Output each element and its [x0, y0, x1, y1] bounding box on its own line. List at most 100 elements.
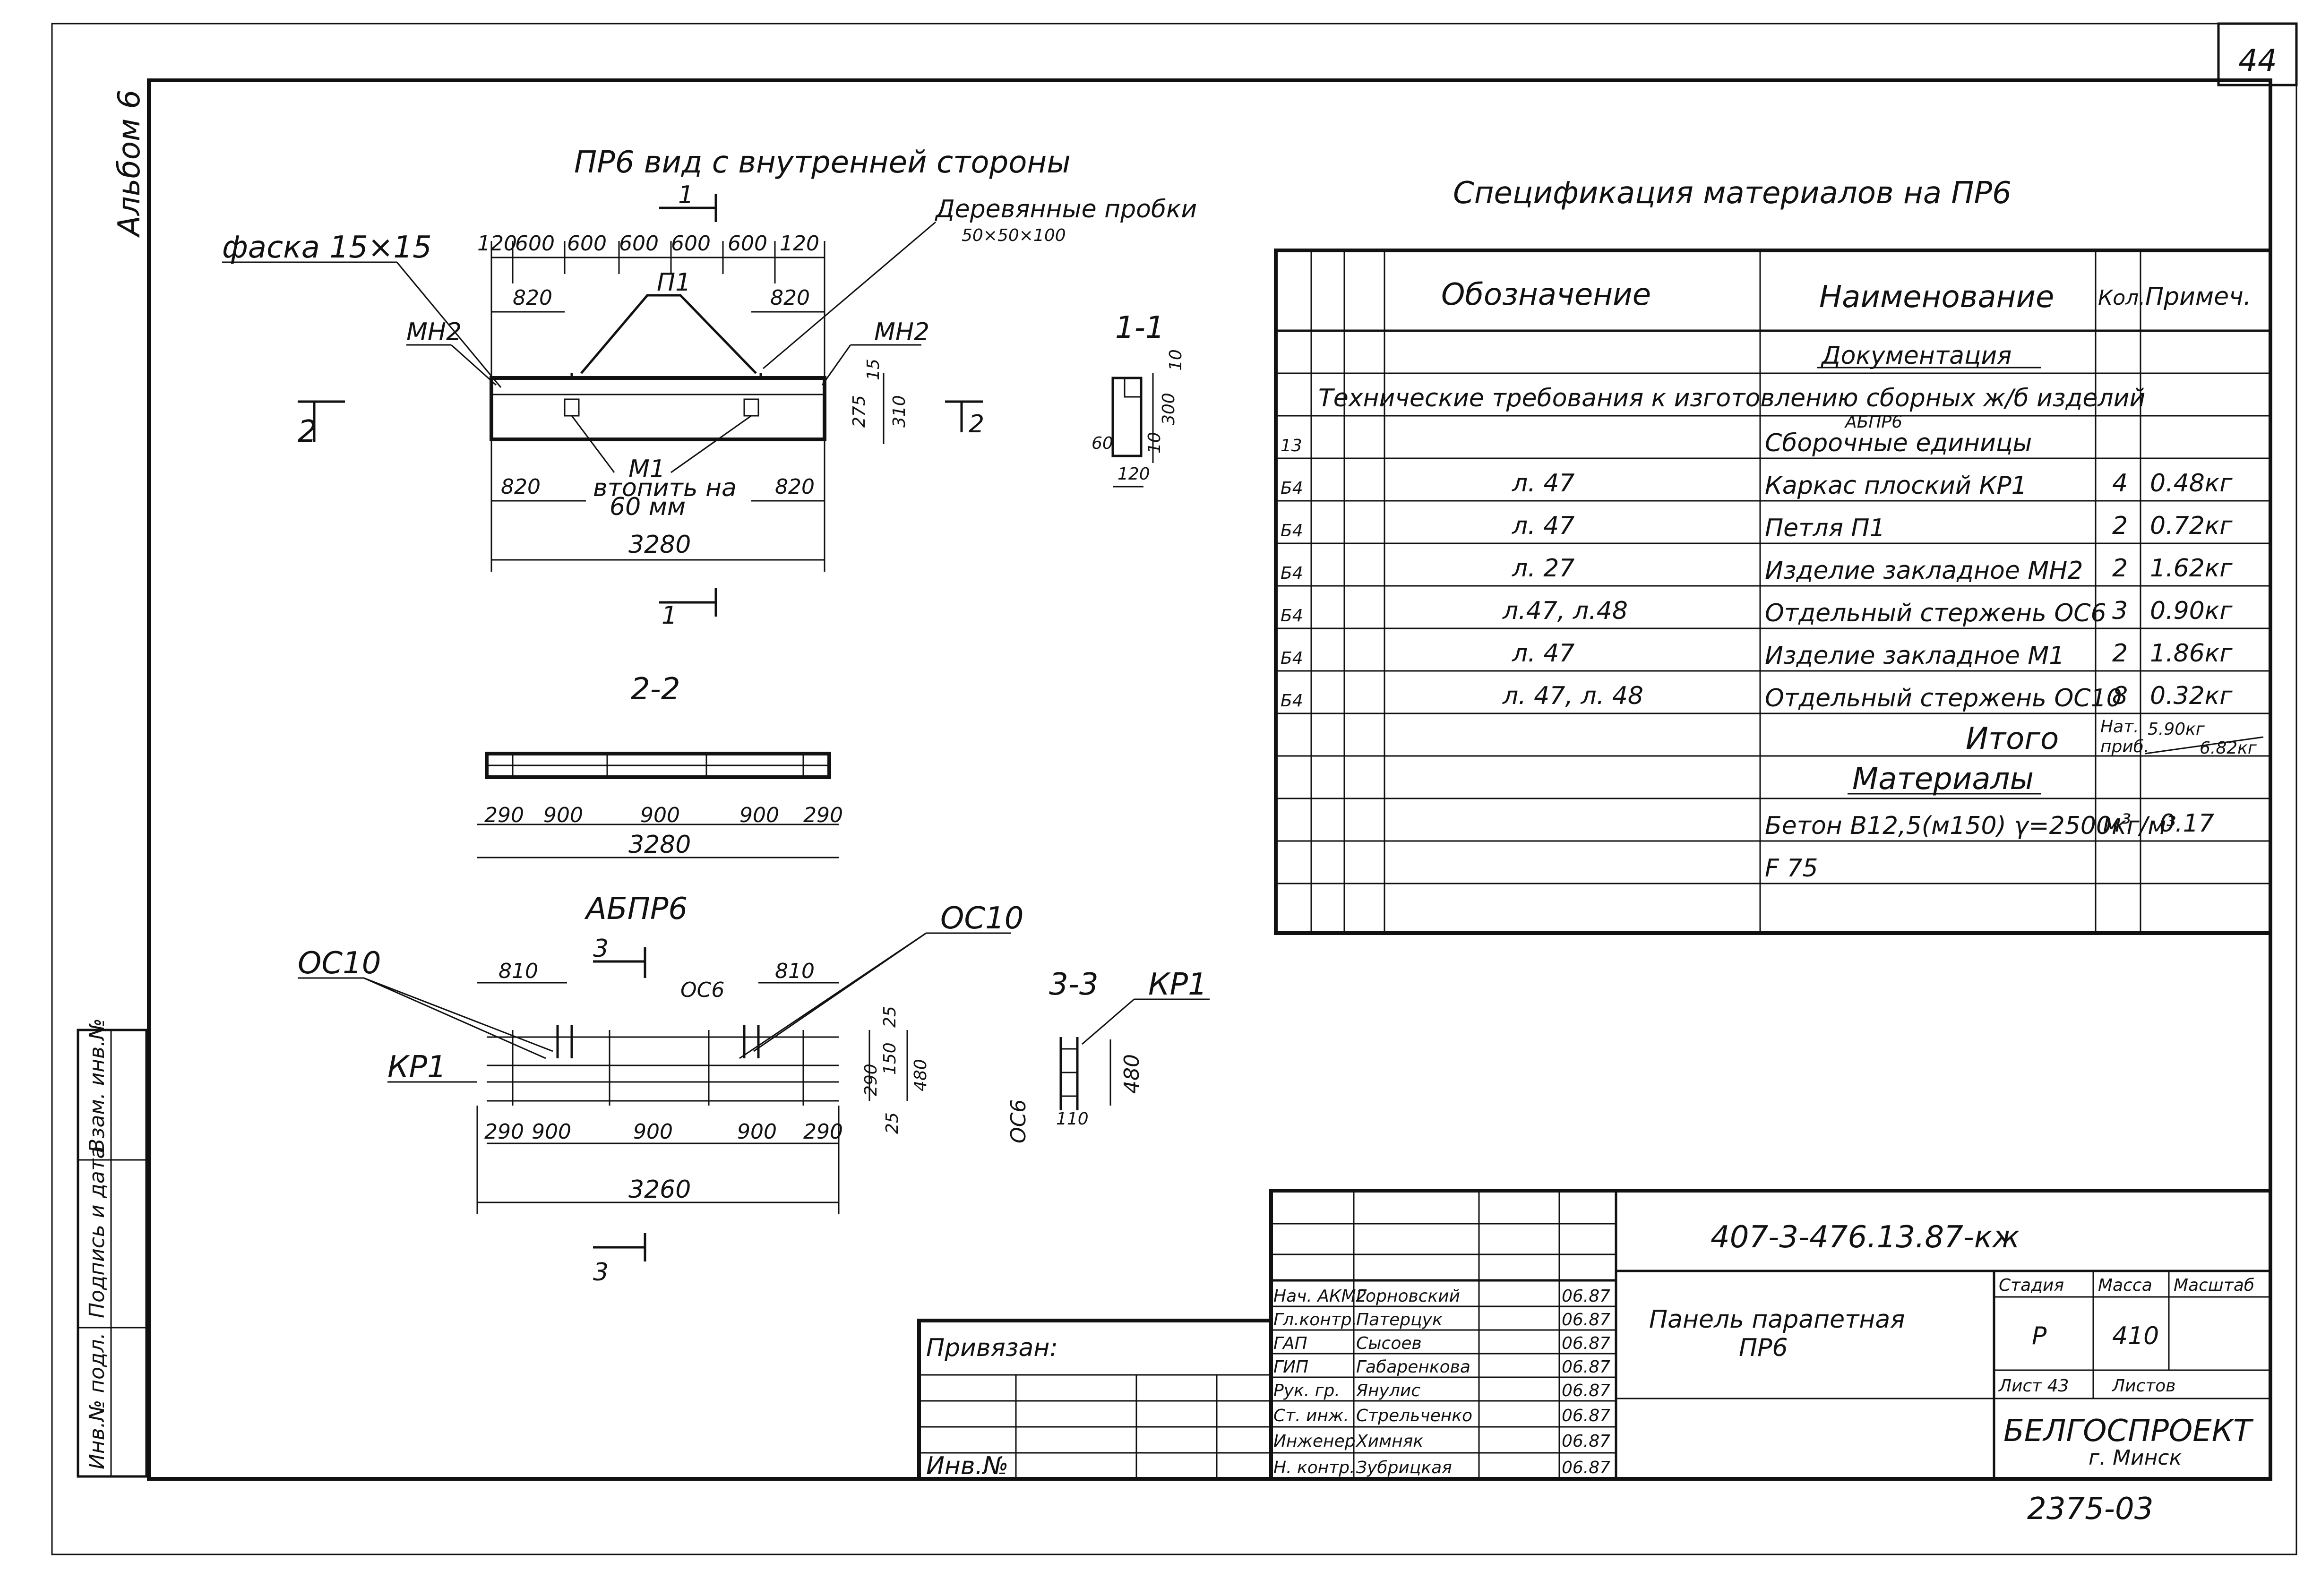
abpr6-side-1: 290	[861, 1064, 881, 1096]
sec1-bottom: 1	[662, 601, 677, 630]
staff-2-role: ГАП	[1273, 1334, 1307, 1353]
page-number: 44	[2238, 43, 2277, 78]
spec-row-5-qty: 8	[2112, 682, 2128, 710]
dim-top-5: 600	[728, 232, 767, 256]
view-abpr6: АБПР6 3 ОС10 ОС10 810 810 ОС6 КР1 290 9	[298, 892, 1024, 1287]
spec-row-0-qty: 4	[2112, 469, 2128, 498]
abpr6-side-0: 25	[883, 1112, 902, 1134]
spec-row-3-designation: л.47, л.48	[1502, 597, 1628, 625]
m1-label: М1	[628, 455, 665, 483]
podpis-data-label: Подпись и дата	[85, 1146, 109, 1318]
sheets-label: Листов	[2111, 1376, 2175, 1396]
dim-top-2: 600	[567, 232, 607, 256]
specification-table: Спецификация материалов на ПР6 Обозначен…	[1274, 176, 2272, 935]
abpr6-dim-top-1: 810	[775, 959, 815, 983]
staff-4-date: 06.87	[1562, 1381, 1610, 1400]
spec-concrete-qty: 0.17	[2159, 809, 2214, 838]
dim-side-2: 310	[890, 395, 909, 428]
product-name-1: Панель парапетная	[1649, 1305, 1905, 1334]
spec-row-2-designation: л. 27	[1512, 554, 1574, 583]
sec11-dim-1: 300	[1159, 393, 1178, 425]
sec22-dim-3: 900	[739, 803, 779, 827]
abpr6-dim-bottom-1: 900	[532, 1120, 571, 1144]
staff-0-date: 06.87	[1562, 1287, 1610, 1306]
product-name-2: ПР6	[1739, 1334, 1788, 1362]
dim-sub-bottom-0: 820	[501, 475, 541, 499]
staff-7-role: Н. контр.	[1273, 1458, 1355, 1477]
abpr6-side-4: 480	[911, 1059, 930, 1091]
spec-row-5-pos: Б4	[1281, 691, 1303, 711]
spec-title: Спецификация материалов на ПР6	[1453, 176, 2012, 211]
spec-header-name: Наименование	[1819, 280, 2054, 315]
mn2-right-label: МН2	[874, 318, 929, 346]
staff-1-name: Патерцук	[1356, 1310, 1443, 1330]
oc6-label: ОС6	[680, 978, 724, 1002]
section-1-1: 1-1 10 300 60 120 10	[1092, 310, 1186, 488]
wood-plugs-size: 50×50×100	[962, 226, 1066, 245]
p1-label: П1	[657, 268, 691, 297]
spec-row-0-name: Каркас плоский КР1	[1765, 472, 2027, 500]
sec22-dim-2: 900	[640, 803, 680, 827]
spec-row-1-note: 0.72кг	[2150, 512, 2233, 540]
spec-tech-req: Технические требования к изготовлению сб…	[1318, 384, 2145, 412]
dim-top-3: 600	[619, 232, 659, 256]
abpr6-dim-bottom-0: 290	[484, 1120, 524, 1144]
title-block: Привязан: Инв.№ Нач. АКМ2 Горновский 06.…	[917, 1189, 2272, 1481]
abpr6-side-3: 25	[880, 1006, 900, 1028]
album-label: Альбом 6	[112, 90, 147, 238]
staff-6-date: 06.87	[1562, 1432, 1610, 1451]
dim-top-6: 120	[780, 232, 819, 256]
spec-row-4-qty: 2	[2112, 639, 2128, 668]
spec-row-5-note: 0.32кг	[2150, 682, 2233, 710]
sec2-right: 2	[969, 410, 984, 438]
section-22-title: 2-2	[631, 672, 680, 707]
spec-header-note: Примеч.	[2145, 283, 2251, 311]
spec-row-4-designation: л. 47	[1512, 639, 1574, 668]
staff-4-role: Рук. гр.	[1273, 1381, 1340, 1400]
abpr6-dim-bottom-4: 290	[803, 1120, 843, 1144]
abpr6-title: АБПР6	[584, 892, 688, 927]
sec22-dim-4: 290	[803, 803, 843, 827]
sec22-dim-0: 290	[484, 803, 524, 827]
spec-concrete: Бетон В12,5(м150) γ=2500кг/м³	[1765, 812, 2176, 840]
spec-row-0-pos: Б4	[1281, 479, 1303, 498]
spec-row-3-name: Отдельный стержень ОС6	[1765, 599, 2106, 627]
spec-header-designation: Обозначение	[1441, 277, 1651, 312]
spec-row-2-note: 1.62кг	[2150, 554, 2233, 583]
sec22-total: 3280	[628, 831, 691, 859]
staff-5-date: 06.87	[1562, 1406, 1610, 1425]
staff-2-date: 06.87	[1562, 1334, 1610, 1353]
archive-number: 2375-03	[2027, 1492, 2153, 1527]
spec-header-qty: Кол.	[2098, 286, 2145, 310]
mass-value: 410	[2112, 1322, 2159, 1350]
spec-row-5-name: Отдельный стержень ОС10	[1765, 684, 2122, 712]
staff-7-date: 06.87	[1562, 1458, 1610, 1477]
dim-top-4: 600	[671, 232, 711, 256]
embed-note-1: втопить на	[593, 474, 737, 502]
dim-total-3280: 3280	[628, 531, 691, 559]
staff-7-name: Зубрицкая	[1356, 1458, 1452, 1477]
spec-row-2-name: Изделие закладное МН2	[1765, 557, 2083, 585]
sec3-bottom: 3	[593, 1258, 609, 1287]
spec-total-qty-2: приб.	[2100, 737, 2149, 756]
spec-materials-label: Материалы	[1852, 762, 2034, 797]
spec-row-3-qty: 3	[2112, 597, 2128, 625]
inv-no-label: Инв.№	[926, 1452, 1008, 1480]
sec11-dim-3: 120	[1118, 464, 1150, 484]
abpr6-total: 3260	[628, 1176, 691, 1204]
sec22-dim-1: 900	[543, 803, 583, 827]
sec33-dim-0: 480	[1120, 1054, 1144, 1094]
dim-sub-bottom-1: 820	[775, 475, 815, 499]
dim-sub-top-0: 820	[513, 286, 552, 310]
embed-note-2: 60 мм	[610, 493, 686, 521]
abpr6-dim-bottom-2: 900	[633, 1120, 673, 1144]
sec11-dim-4: 10	[1145, 432, 1164, 454]
oc10-right-label: ОС10	[940, 901, 1024, 936]
top-dim-ticks	[490, 241, 825, 387]
org-city: г. Минск	[2089, 1446, 2182, 1470]
spec-row-0-note: 0.48кг	[2150, 469, 2233, 498]
spec-assemblies: Сборочные единицы	[1765, 429, 2032, 457]
chamfer-label: фаска 15×15	[222, 230, 432, 265]
section-11-title: 1-1	[1115, 310, 1165, 345]
staff-3-role: ГИП	[1273, 1357, 1308, 1377]
